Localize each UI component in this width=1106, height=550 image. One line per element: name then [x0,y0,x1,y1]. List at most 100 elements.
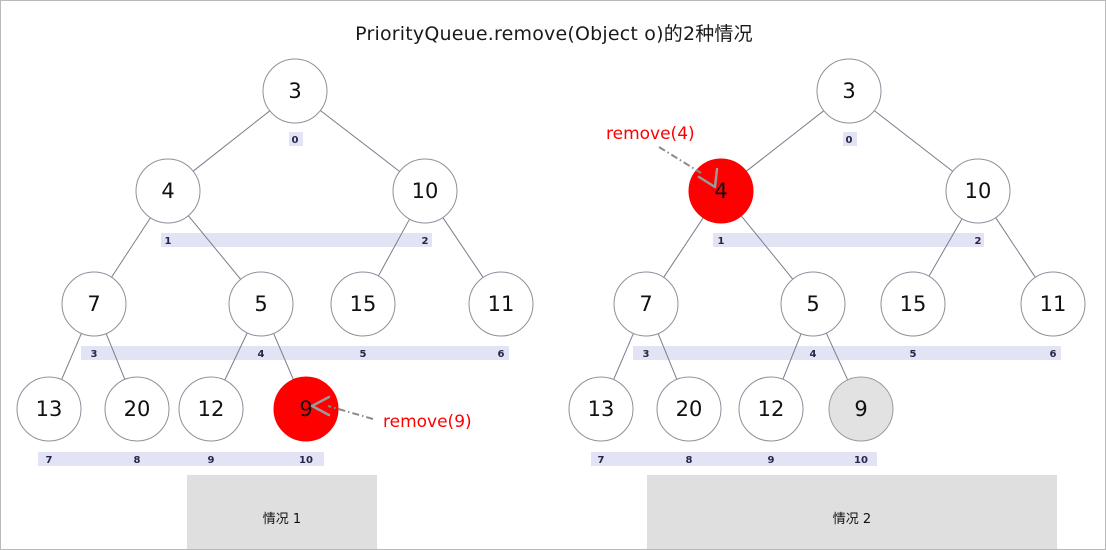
tree-node-13[interactable]: 13 [16,376,82,442]
tree-edge-0 [745,110,825,172]
node-value-15: 15 [900,292,927,316]
tree-edge-3 [187,215,242,280]
tree-edge-4 [377,218,411,277]
node-circle-11[interactable] [468,271,534,337]
index-bar-level-2 [633,346,1061,360]
node-circle-3[interactable] [816,58,882,124]
tree-node-12[interactable]: 12 [178,376,244,442]
node-circle-4[interactable] [135,158,201,224]
node-value-15: 15 [350,292,377,316]
index-label-5: 5 [360,349,367,360]
index-label-4: 4 [258,349,265,360]
tree-edge-6 [613,333,634,380]
callout-arrow-head-icon [310,395,331,417]
tree-edge-2 [663,217,704,278]
node-circle-9[interactable] [273,376,339,442]
index-label-0: 0 [846,135,853,146]
tree-node-15[interactable]: 15 [880,271,946,337]
node-circle-3[interactable] [262,58,328,124]
tree-edge-9 [825,332,849,381]
node-circle-13[interactable] [568,376,634,442]
node-circle-20[interactable] [104,376,170,442]
tree-node-15[interactable]: 15 [330,271,396,337]
tree-node-4[interactable]: 4 [135,158,201,224]
tree-node-10[interactable]: 10 [945,158,1011,224]
node-circle-13[interactable] [16,376,82,442]
node-circle-12[interactable] [738,376,804,442]
node-value-12: 12 [198,397,225,421]
caption-case-1-heading: 情况 1 [262,512,302,527]
tree-node-9[interactable]: 9 [273,376,339,442]
tree-node-10[interactable]: 10 [392,158,458,224]
page-title: PriorityQueue.remove(Object o)的2种情况 [355,23,753,45]
tree-node-7[interactable]: 7 [61,271,127,337]
node-value-12: 12 [758,397,785,421]
index-label-2: 2 [975,236,982,247]
tree-node-4[interactable]: 4 [688,158,754,224]
node-value-3: 3 [288,79,301,103]
node-value-9: 9 [299,397,312,421]
node-circle-5[interactable] [780,271,846,337]
node-circle-10[interactable] [392,158,458,224]
node-circle-11[interactable] [1020,271,1086,337]
caption-case-2: 情况 2 删除的不是最后一个元素 从删除点开始以最后一个元素为参照调用一次sif… [647,475,1057,549]
tree-edge-5 [442,217,484,278]
index-label-1: 1 [165,236,172,247]
tree-edge-9 [273,333,294,380]
tree-node-9[interactable]: 9 [828,376,894,442]
tree-edge-7 [657,333,678,380]
tree-edge-8 [224,332,248,381]
node-circle-7[interactable] [61,271,127,337]
callout-leader-line [658,146,702,174]
index-bar-level-1 [713,233,984,247]
index-label-4: 4 [810,349,817,360]
node-circle-9[interactable] [828,376,894,442]
index-label-10: 10 [854,455,868,466]
tree-node-20[interactable]: 20 [104,376,170,442]
index-label-3: 3 [91,349,98,360]
tree-edge-1 [320,110,400,172]
index-label-1: 1 [718,236,725,247]
callout-leader-line [327,405,374,420]
node-value-11: 11 [488,292,515,316]
index-bar-level-0 [843,132,857,146]
index-label-7: 7 [46,455,53,466]
index-bar-level-2 [81,346,509,360]
tree-node-5[interactable]: 5 [780,271,846,337]
node-value-9: 9 [854,397,867,421]
node-circle-4[interactable] [688,158,754,224]
node-circle-5[interactable] [228,271,294,337]
node-circle-12[interactable] [178,376,244,442]
tree-node-5[interactable]: 5 [228,271,294,337]
index-bar-level-3 [591,452,877,466]
node-value-20: 20 [676,397,703,421]
tree-node-3[interactable]: 3 [262,58,328,124]
node-value-4: 4 [161,179,174,203]
tree-node-20[interactable]: 20 [656,376,722,442]
index-label-6: 6 [498,349,505,360]
tree-node-13[interactable]: 13 [568,376,634,442]
index-label-9: 9 [208,455,215,466]
node-circle-7[interactable] [613,271,679,337]
tree-edge-7 [105,333,126,380]
index-bar-level-3 [38,452,324,466]
node-circle-15[interactable] [330,271,396,337]
tree-edge-5 [995,217,1036,278]
tree-node-3[interactable]: 3 [816,58,882,124]
tree-node-11[interactable]: 11 [468,271,534,337]
node-value-20: 20 [124,397,151,421]
node-circle-15[interactable] [880,271,946,337]
tree-node-11[interactable]: 11 [1020,271,1086,337]
index-label-0: 0 [292,135,299,146]
tree-node-7[interactable]: 7 [613,271,679,337]
tree-node-12[interactable]: 12 [738,376,804,442]
index-label-8: 8 [134,455,141,466]
node-circle-20[interactable] [656,376,722,442]
index-label-3: 3 [643,349,650,360]
node-value-10: 10 [965,179,992,203]
tree-edge-6 [61,333,82,380]
node-circle-10[interactable] [945,158,1011,224]
index-label-9: 9 [768,455,775,466]
